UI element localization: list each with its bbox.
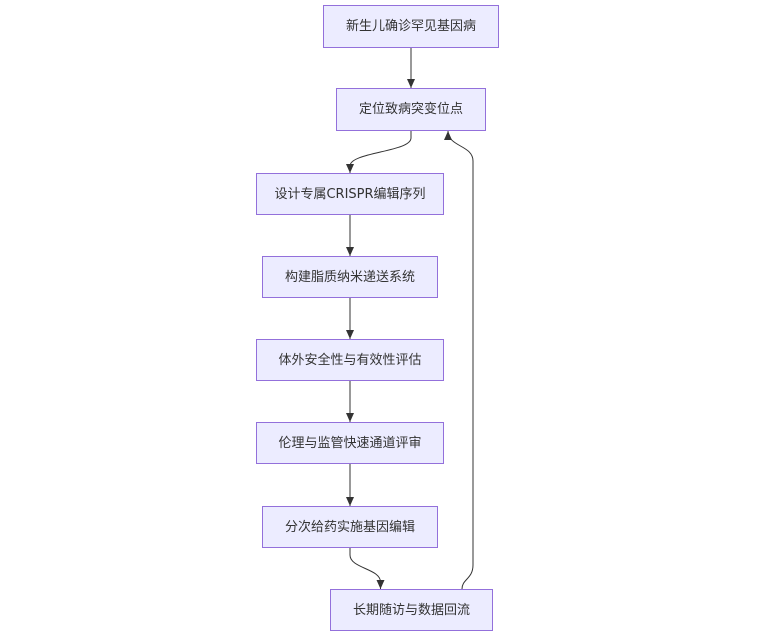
edge-1-to-2 <box>346 131 412 173</box>
node-build-lipid-nano-delivery: 构建脂质纳米递送系统 <box>262 256 438 298</box>
node-newborn-rare-disease-diagnosis: 新生儿确诊罕见基因病 <box>323 5 499 48</box>
node-ethics-regulatory-review: 伦理与监管快速通道评审 <box>256 422 444 464</box>
edge-7-to-1 <box>444 130 474 590</box>
node-in-vitro-safety-efficacy: 体外安全性与有效性评估 <box>256 339 444 381</box>
node-long-term-followup-data: 长期随访与数据回流 <box>330 589 493 631</box>
node-locate-pathogenic-mutation: 定位致病突变位点 <box>336 88 486 131</box>
node-design-crispr-sequence: 设计专属CRISPR编辑序列 <box>256 173 444 215</box>
edge-6-to-7 <box>349 548 385 589</box>
node-staged-dosing-gene-editing: 分次给药实施基因编辑 <box>262 506 438 548</box>
